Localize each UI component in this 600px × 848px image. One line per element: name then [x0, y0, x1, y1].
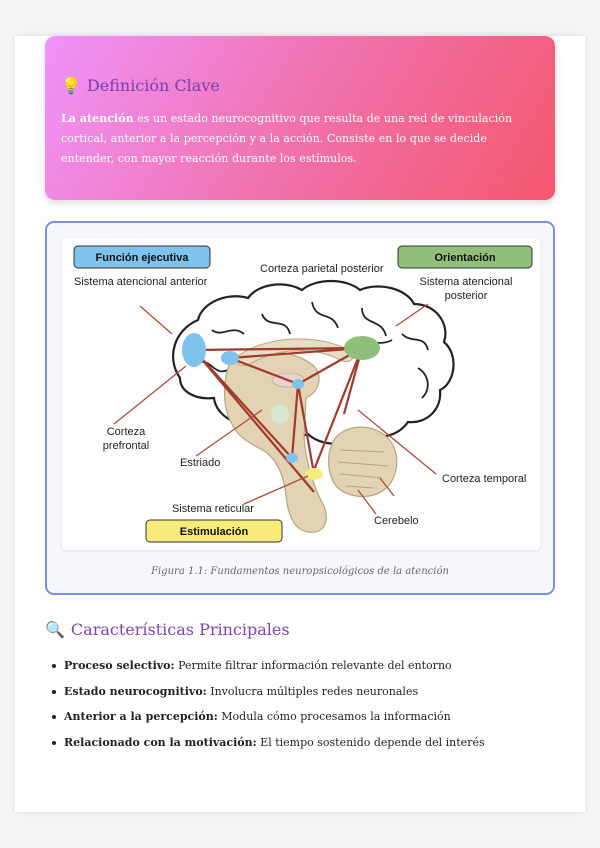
orientacion-label: Orientación: [434, 252, 495, 264]
funcion-ejecutiva-label: Función ejecutiva: [96, 252, 190, 264]
features-list: Proceso selectivo: Permite filtrar infor…: [52, 654, 485, 757]
callout-term: La atención: [61, 112, 134, 125]
list-item: Estado neurocognitivo: Involucra múltipl…: [52, 680, 485, 706]
connection-lines: [193, 346, 364, 493]
posterior-system-node: [344, 336, 380, 360]
magnifier-icon: 🔍: [45, 620, 65, 639]
corteza-parietal-label: Corteza parietal posterior: [260, 263, 384, 275]
label-arrows: [113, 303, 437, 515]
list-item-term: Proceso selectivo:: [64, 659, 175, 672]
corteza-temporal-label: Corteza temporal: [442, 473, 526, 485]
list-item: Proceso selectivo: Permite filtrar infor…: [52, 654, 485, 680]
callout-title: 💡 Definición Clave: [61, 76, 539, 95]
anterior-system-node: [182, 333, 206, 367]
lightbulb-icon: 💡: [61, 76, 81, 95]
list-item-text: Permite filtrar información relevante de…: [174, 659, 452, 672]
section-title-text: Características Principales: [70, 620, 290, 639]
figure-container: Función ejecutiva Orientación Estimulaci…: [45, 221, 555, 595]
striatum-node: [292, 379, 304, 389]
list-item: Relacionado con la motivación: El tiempo…: [52, 731, 485, 757]
funcion-ejecutiva-box: [73, 245, 211, 269]
cerebellum-folds: [337, 449, 389, 489]
limbic-shape: [271, 404, 289, 424]
callout-text: La atención es un estado neurocognitivo …: [61, 109, 539, 169]
thalamus-node: [286, 453, 298, 463]
corteza-prefrontal-label-1: Corteza: [107, 426, 146, 438]
orientacion-box: [397, 245, 533, 269]
brain-diagram-svg: Función ejecutiva Orientación Estimulaci…: [73, 245, 533, 543]
sistema-posterior-label-2: posterior: [445, 290, 488, 302]
list-item-term: Anterior a la percepción:: [64, 710, 218, 723]
sistema-posterior-label-1: Sistema atencional: [420, 276, 513, 288]
reticular-node: [305, 468, 323, 480]
section-title: 🔍 Características Principales: [45, 620, 290, 639]
cerebelo-label: Cerebelo: [374, 515, 419, 527]
list-item-text: Involucra múltiples redes neuronales: [206, 684, 419, 698]
list-item-text: El tiempo sostenido depende del interés: [256, 735, 485, 749]
estriado-label: Estriado: [180, 457, 220, 469]
list-item: Anterior a la percepción: Modula cómo pr…: [52, 705, 485, 731]
callout-body: es un estado neurocognitivo que resulta …: [61, 112, 513, 165]
estimulacion-label: Estimulación: [180, 526, 249, 538]
sistema-reticular-label: Sistema reticular: [172, 503, 254, 515]
cerebellum: [328, 426, 398, 498]
figure-caption: Figura 1.1: Fundamentos neuropsicológico…: [151, 566, 449, 577]
callout-title-text: Definición Clave: [86, 76, 220, 95]
list-item-term: Relacionado con la motivación:: [64, 735, 257, 749]
frontal-small-node: [221, 351, 239, 365]
list-item-text: Modula cómo procesamos la información: [217, 710, 451, 723]
sistema-anterior-label: Sistema atencional anterior: [74, 276, 208, 288]
estimulacion-box: [145, 519, 283, 543]
corteza-prefrontal-label-2: prefrontal: [103, 440, 149, 452]
definition-callout: 💡 Definición Clave La atención es un est…: [45, 36, 555, 200]
list-item-term: Estado neurocognitivo:: [64, 684, 207, 698]
brain-diagram: Función ejecutiva Orientación Estimulaci…: [62, 238, 540, 550]
